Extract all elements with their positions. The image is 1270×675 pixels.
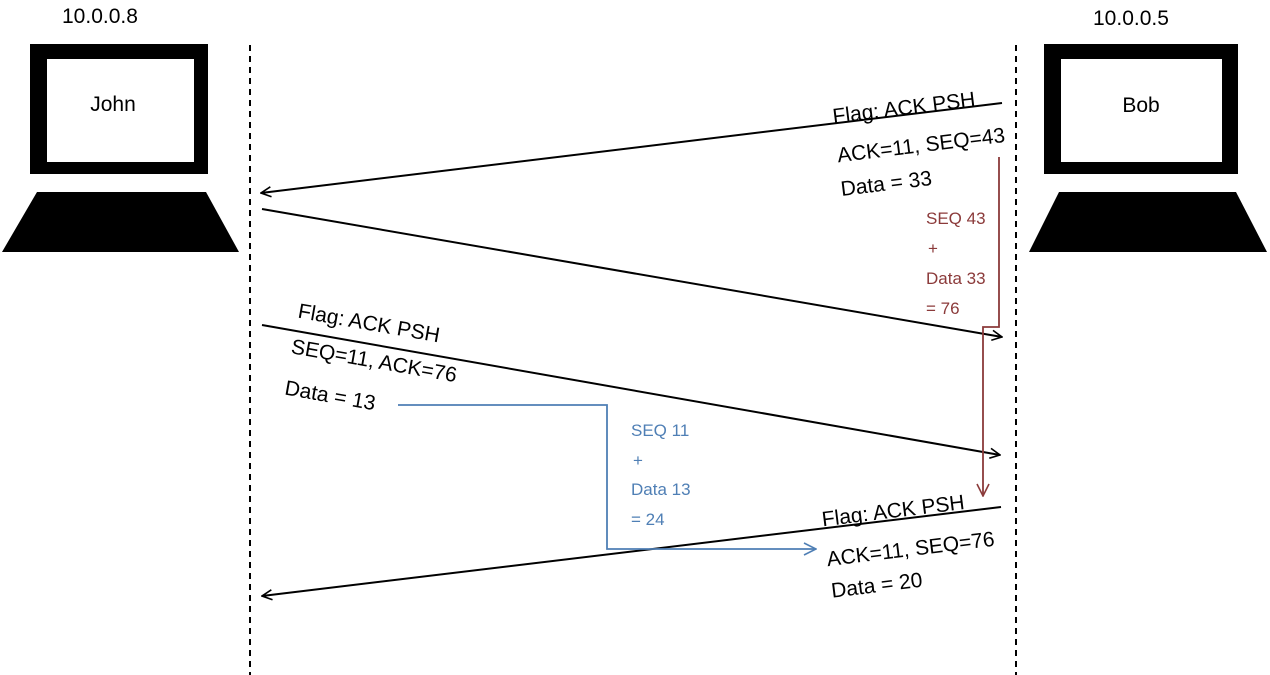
- message-label-group: Data = 20: [830, 569, 924, 603]
- message-label-group: Flag: ACK PSH: [831, 88, 976, 128]
- message-label-line: Flag: ACK PSH: [831, 88, 976, 128]
- blue-annotation-line: Data 13: [631, 480, 691, 499]
- red-annotation-line: +: [928, 239, 938, 258]
- message-arrow-john-to-bob-2: [261, 324, 1000, 455]
- blue-annotation-line: +: [633, 451, 643, 470]
- message-label-line: Flag: ACK PSH: [821, 491, 966, 531]
- message-label-line: Data = 20: [830, 569, 924, 603]
- message-arrow-bob-to-john-1: [261, 102, 1003, 193]
- blue-annotation-connector: [398, 404, 816, 549]
- bob-name-label: Bob: [1122, 94, 1159, 117]
- john-ip-label: 10.0.0.8: [62, 5, 138, 28]
- blue-annotation-line: = 24: [631, 510, 665, 529]
- bob-ip-label: 10.0.0.5: [1093, 7, 1169, 30]
- message-label-line: Data = 13: [283, 377, 377, 416]
- message-arrow-bob-to-john-3: [262, 506, 1002, 596]
- message-arrow-john-to-bob-ack: [261, 208, 1002, 337]
- message-label-group: Data = 13: [283, 377, 377, 416]
- message-label-line: Data = 33: [839, 167, 933, 201]
- red-annotation-line: SEQ 43: [926, 209, 986, 228]
- message-label-group: Flag: ACK PSH: [821, 491, 966, 531]
- red-annotation-line: Data 33: [926, 269, 986, 288]
- message-label-line: ACK=11, SEQ=43: [836, 124, 1006, 167]
- laptop-icon: [2, 44, 239, 252]
- message-label-group: ACK=11, SEQ=43: [836, 124, 1006, 167]
- message-label-line: ACK=11, SEQ=76: [825, 528, 995, 571]
- laptop-icon: [1029, 44, 1267, 252]
- john-name-label: John: [90, 93, 136, 116]
- message-label-group: ACK=11, SEQ=76: [825, 528, 995, 571]
- red-annotation-connector: [983, 157, 1000, 496]
- red-annotation-line: = 76: [926, 299, 960, 318]
- blue-annotation-line: SEQ 11: [631, 421, 689, 440]
- message-label-group: Data = 33: [839, 167, 933, 201]
